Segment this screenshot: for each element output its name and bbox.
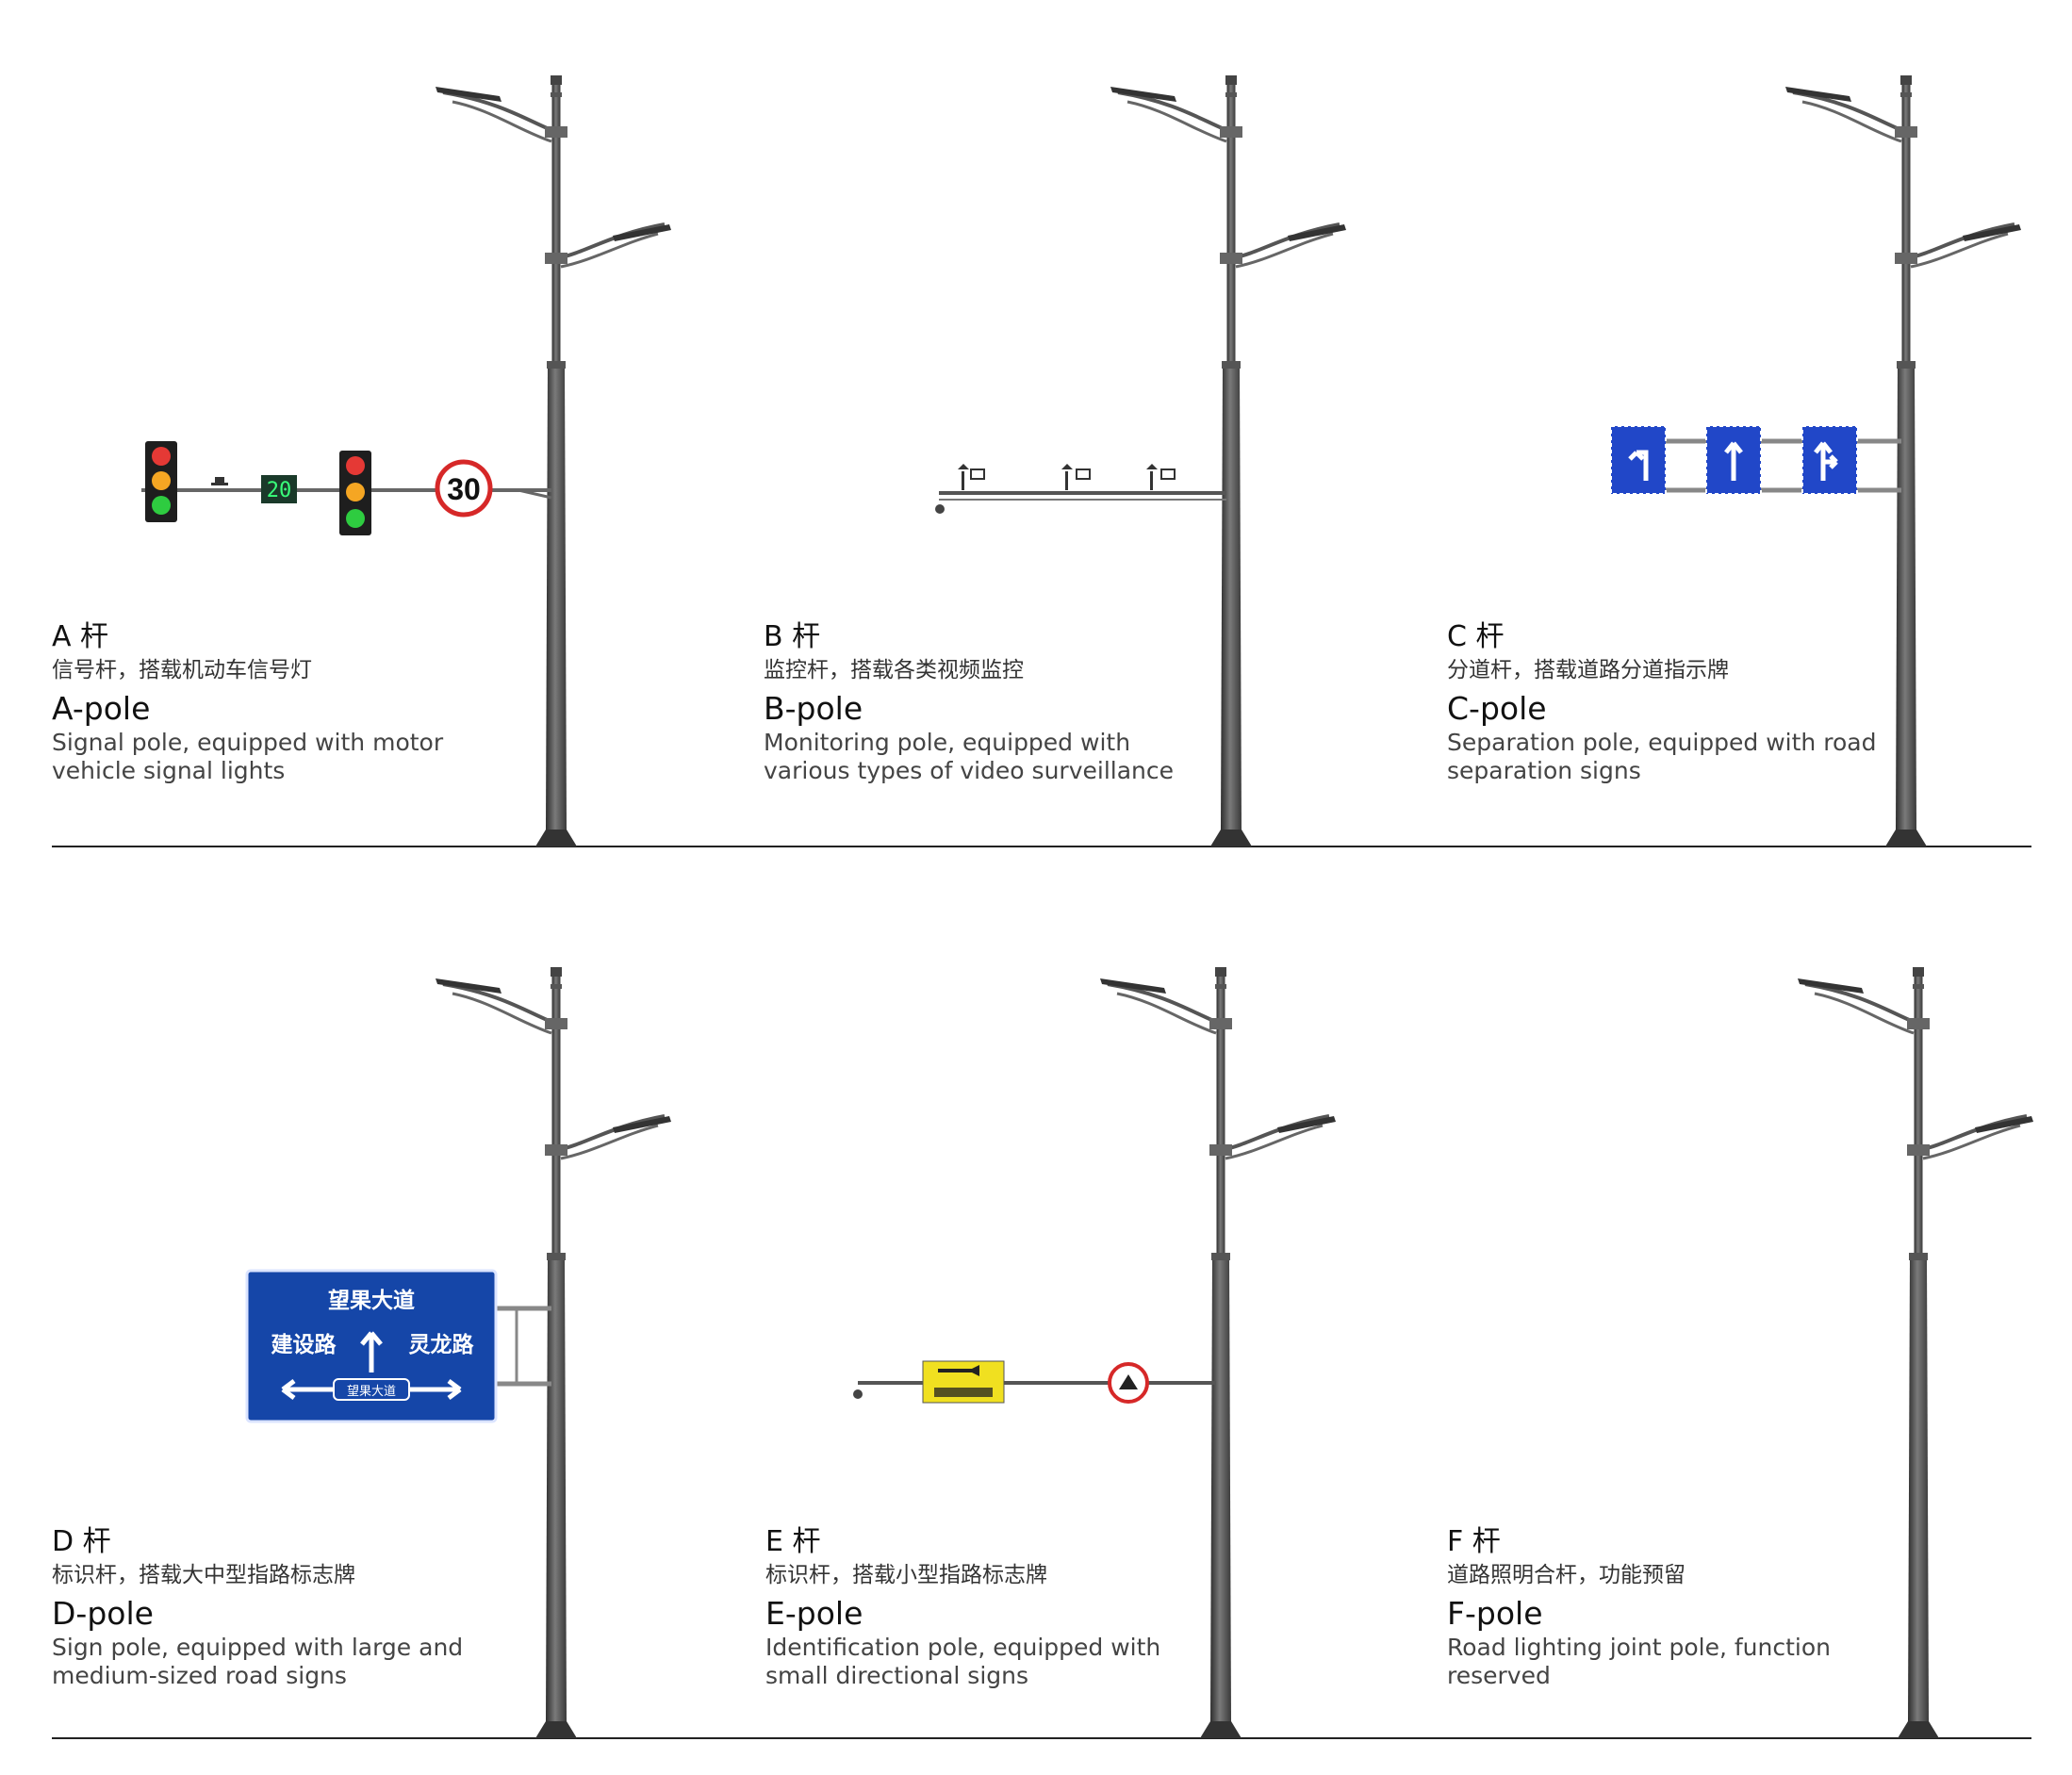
countdown-display: 20 bbox=[261, 475, 297, 503]
d-pole-label: D 杆 标识杆，搭载大中型指路标志牌 D-pole Sign pole, equ… bbox=[52, 1524, 495, 1690]
traffic-light-icon bbox=[339, 451, 371, 535]
arrow-left-turn-icon bbox=[1628, 450, 1649, 481]
speed-limit-value: 30 bbox=[447, 472, 481, 506]
a-pole-label: A 杆 信号杆，搭载机动车信号灯 A-pole Signal pole, equ… bbox=[52, 619, 495, 785]
arrow-straight-icon bbox=[360, 1331, 383, 1372]
b-pole-label: B 杆 监控杆，搭载各类视频监控 B-pole Monitoring pole,… bbox=[764, 619, 1207, 785]
road-sign: 望果大道 建设路 灵龙路 望果大道 bbox=[245, 1269, 498, 1423]
d-pole-cn-title: D 杆 bbox=[52, 1525, 111, 1558]
e-pole-en-desc: Identification pole, equipped with small… bbox=[765, 1634, 1161, 1689]
a-pole-en-title: A-pole bbox=[52, 690, 151, 727]
warning-sign bbox=[922, 1360, 1005, 1404]
b-pole-en-title: B-pole bbox=[764, 690, 863, 727]
road-sign-right: 灵龙路 bbox=[409, 1332, 475, 1357]
c-pole-label: C 杆 分道杆，搭载道路分道指示牌 C-pole Separation pole… bbox=[1447, 619, 1890, 785]
camera-icon bbox=[958, 464, 1176, 490]
road-sign-bottom: 望果大道 bbox=[347, 1384, 396, 1399]
road-sign-left: 建设路 bbox=[271, 1332, 337, 1357]
c-pole-en-title: C-pole bbox=[1447, 690, 1547, 727]
b-pole-cn-desc: 监控杆，搭载各类视频监控 bbox=[764, 658, 1024, 682]
e-pole-en-title: E-pole bbox=[765, 1595, 863, 1632]
no-entry-sign bbox=[1108, 1362, 1149, 1404]
c-pole-cn-title: C 杆 bbox=[1447, 620, 1505, 653]
f-pole-label: F 杆 道路照明合杆，功能预留 F-pole Road lighting joi… bbox=[1447, 1524, 1890, 1690]
f-pole-en-desc: Road lighting joint pole, function reser… bbox=[1447, 1634, 1831, 1689]
e-pole-label: E 杆 标识杆，搭载小型指路标志牌 E-pole Identification … bbox=[765, 1524, 1209, 1690]
camera-icon bbox=[211, 477, 228, 485]
countdown-value: 20 bbox=[267, 479, 292, 502]
speed-limit-sign: 30 bbox=[435, 459, 493, 518]
lane-signs bbox=[1610, 425, 1858, 495]
b-pole-cn-title: B 杆 bbox=[764, 620, 821, 653]
road-sign-top: 望果大道 bbox=[328, 1288, 415, 1313]
f-pole-cn-title: F 杆 bbox=[1447, 1525, 1501, 1558]
c-pole-en-desc: Separation pole, equipped with road sepa… bbox=[1447, 729, 1877, 784]
e-pole-cn-desc: 标识杆，搭载小型指路标志牌 bbox=[765, 1563, 1047, 1587]
arrow-straight-right-icon bbox=[1814, 441, 1838, 481]
b-pole-en-desc: Monitoring pole, equipped with various t… bbox=[764, 729, 1174, 784]
e-pole-cn-title: E 杆 bbox=[765, 1525, 821, 1558]
arrow-left-right-icon bbox=[281, 1379, 462, 1400]
f-pole-en-title: F-pole bbox=[1447, 1595, 1543, 1632]
d-pole-en-desc: Sign pole, equipped with large and mediu… bbox=[52, 1634, 464, 1689]
a-pole-en-desc: Signal pole, equipped with motor vehicle… bbox=[52, 729, 444, 784]
a-pole-cn-title: A 杆 bbox=[52, 620, 109, 653]
arrow-straight-icon bbox=[1724, 441, 1743, 481]
camera-icon bbox=[938, 1365, 979, 1376]
c-pole-cn-desc: 分道杆，搭载道路分道指示牌 bbox=[1447, 658, 1729, 682]
d-pole-cn-desc: 标识杆，搭载大中型指路标志牌 bbox=[52, 1563, 355, 1587]
traffic-light-icon bbox=[145, 441, 177, 522]
f-pole-cn-desc: 道路照明合杆，功能预留 bbox=[1447, 1563, 1686, 1587]
a-pole-cn-desc: 信号杆，搭载机动车信号灯 bbox=[52, 658, 312, 682]
d-pole-en-title: D-pole bbox=[52, 1595, 154, 1632]
